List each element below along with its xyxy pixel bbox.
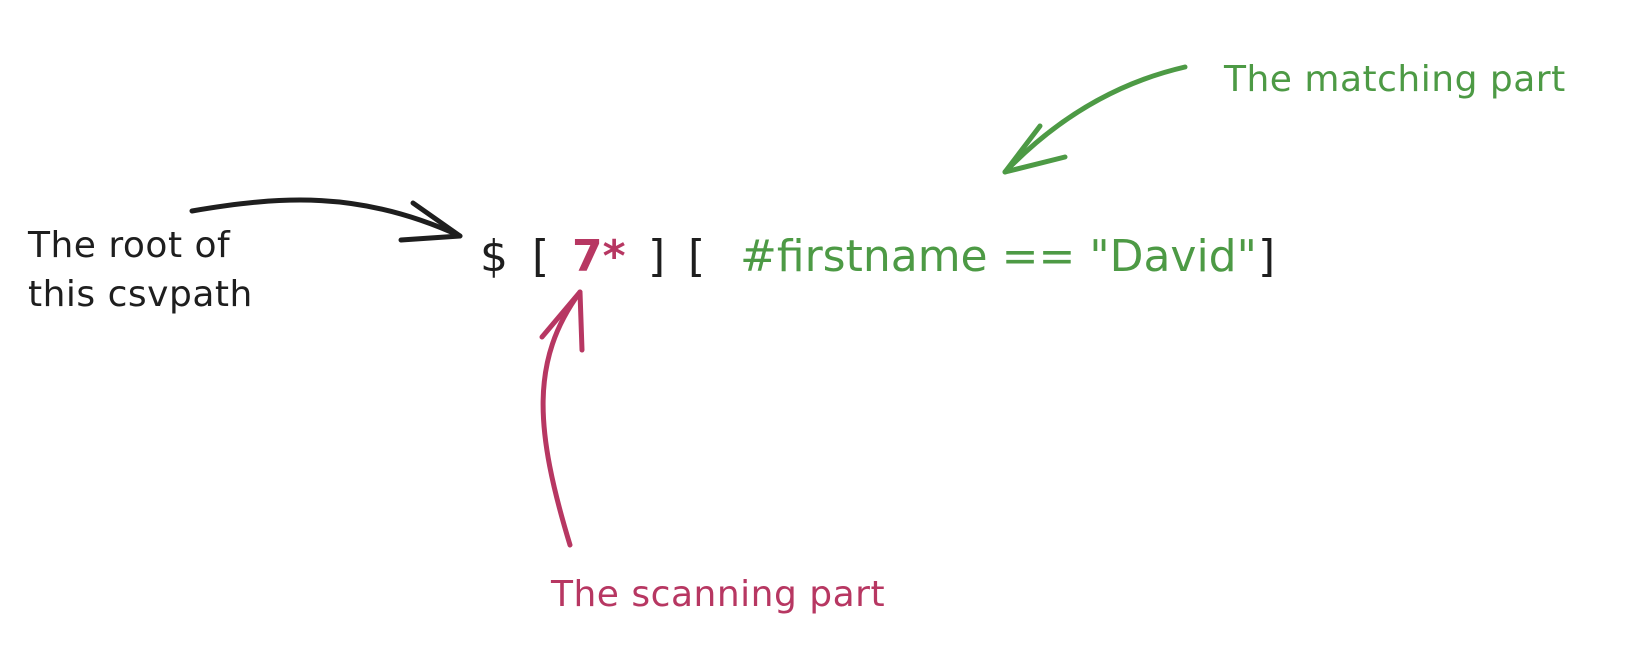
root-label-line-1: The root of — [28, 225, 231, 266]
scanning-arrow — [539, 289, 585, 548]
root-label: The root of this csvpath — [28, 221, 253, 319]
scanning-open-bracket: [ — [532, 231, 550, 282]
root-label-line-2: this csvpath — [28, 274, 253, 315]
matching-part-label: The matching part — [1224, 59, 1566, 100]
matching-close-bracket: ] — [1258, 231, 1276, 282]
root-symbol: $ — [480, 231, 508, 282]
scanning-close-bracket: ] — [648, 231, 666, 282]
matching-arrow — [1002, 64, 1188, 175]
matching-part: #firstname == "David" — [740, 231, 1257, 282]
scanning-part: 7* — [572, 231, 626, 282]
scanning-part-label: The scanning part — [551, 574, 886, 615]
root-arrow — [189, 197, 463, 243]
matching-open-bracket: [ — [688, 231, 706, 282]
